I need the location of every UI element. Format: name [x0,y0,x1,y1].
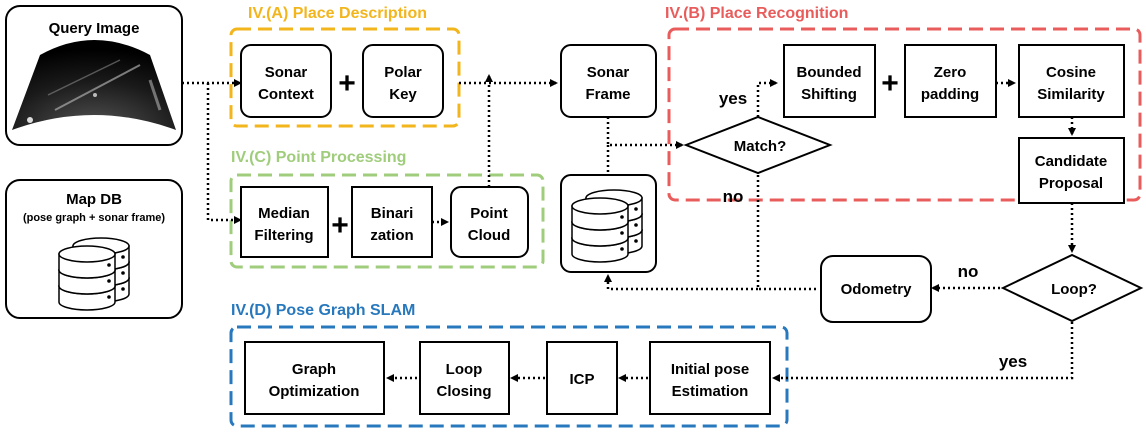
bounded-shifting-label: Bounded [797,64,862,81]
edge-query-to-median-filtering [206,83,242,224]
plus-sign: + [338,67,356,100]
group-place-recognition [667,27,1142,202]
binarization-label-2: zation [370,227,413,244]
match-decision [683,115,833,175]
sonar-context-label-2: Context [258,86,314,103]
point-cloud-node [450,186,529,258]
polar-key-label: Polar [384,64,422,81]
loop-decision [1000,253,1144,323]
candidate-proposal-label: Candidate [1035,153,1108,170]
loop-closing-node [419,341,510,415]
point-cloud-label-2: Cloud [468,227,511,244]
group-pose-graph-slam-title: IV.(D) Pose Graph SLAM [231,302,415,319]
median-filtering-label: Median [258,205,310,222]
sonar-image [12,40,176,130]
plus-sign: + [881,67,899,100]
icp-node [546,341,618,415]
sonar-context-label: Sonar [265,64,308,81]
edge-match-yes [756,79,778,117]
yes-label: yes [719,89,747,108]
polar-key-node [362,44,444,118]
loop-closing-label: Loop [446,361,483,378]
bounded-shifting-node [783,44,876,118]
graph-optimization-node [244,341,385,415]
cosine-similarity-node [1018,44,1125,118]
no-label: no [723,187,744,206]
candidate-proposal-label-2: Proposal [1039,175,1103,192]
initial-pose-node [649,341,771,415]
group-point-processing-title: IV.(C) Point Processing [231,149,406,166]
graph-optimization-label: Graph [292,361,336,378]
zero-padding-label-2: padding [921,86,979,103]
point-cloud-label: Point [470,205,508,222]
group-pose-graph-slam [229,325,789,428]
cosine-similarity-label-2: Similarity [1037,86,1105,103]
binarization-node [351,186,433,258]
initial-pose-label-2: Estimation [672,383,749,400]
zero-padding-label: Zero [934,64,967,81]
odometry-label: Odometry [841,281,913,298]
edge-match-no [756,175,819,291]
query-image-title: Query Image [49,20,140,37]
bounded-shifting-label-2: Shifting [801,86,857,103]
edge-sonar-frame-to-match [606,117,684,149]
yes-label-loop: yes [999,352,1027,371]
group-place-description-title: IV.(A) Place Description [248,5,427,22]
sonar-frame-label: Sonar [587,64,630,81]
binarization-label: Binari [371,205,414,222]
candidate-proposal-node [1018,137,1125,204]
loop-closing-label-2: Closing [437,383,492,400]
no-label-loop: no [958,262,979,281]
match-label: Match? [734,138,787,155]
odometry-node [820,255,932,323]
sonar-frame-node [560,44,657,118]
median-filtering-node [240,186,329,258]
group-place-recognition-title: IV.(B) Place Recognition [665,5,848,22]
cosine-similarity-label: Cosine [1046,64,1096,81]
edge-loop-yes [772,322,1074,382]
group-place-description [229,27,461,128]
map-db-title: Map DB [66,191,122,208]
zero-padding-node [904,44,997,118]
icp-label: ICP [569,371,594,388]
plus-sign: + [331,209,349,242]
polar-key-label-2: Key [389,86,417,103]
edge-odometry-to-db [604,274,758,291]
median-filtering-label-2: Filtering [254,227,313,244]
graph-optimization-label-2: Optimization [269,383,360,400]
initial-pose-label: Initial pose [671,361,749,378]
sonar-frame-label-2: Frame [585,86,630,103]
sonar-context-node [240,44,332,118]
map-db-subtitle: (pose graph + sonar frame) [23,212,165,224]
loop-label: Loop? [1051,281,1097,298]
database-icon [571,189,643,263]
database-icon [58,237,130,311]
